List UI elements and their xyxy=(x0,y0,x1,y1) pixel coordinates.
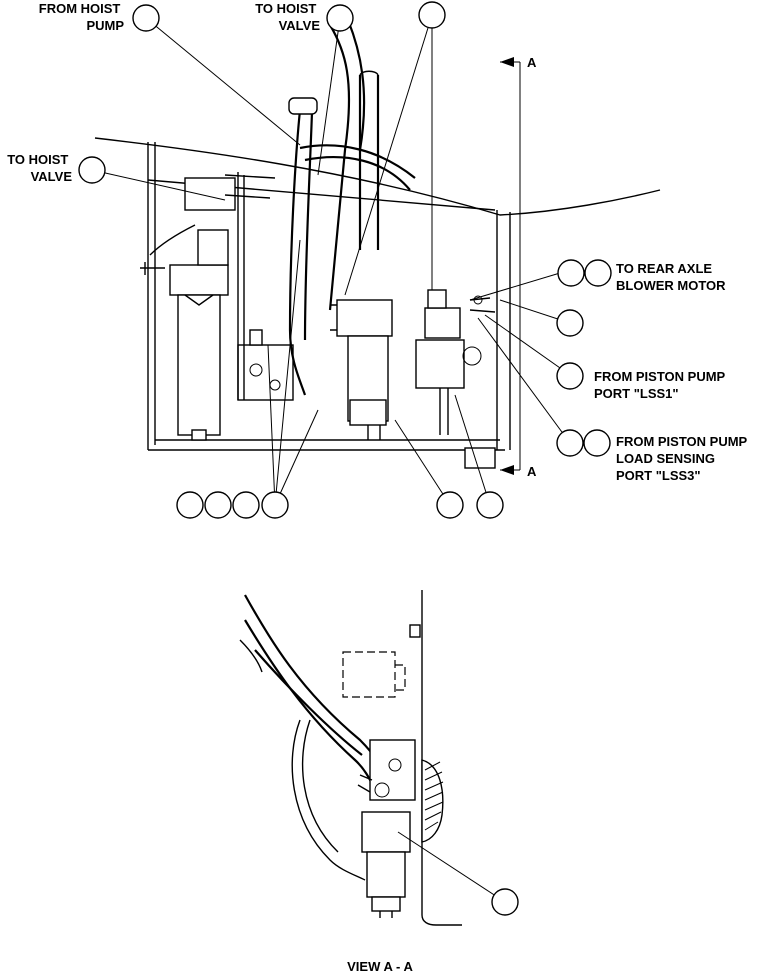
label-to-hoist-valve-top: TO HOIST VALVE xyxy=(255,1,320,33)
callout-bubble xyxy=(176,491,204,519)
callout-bubble xyxy=(491,888,519,916)
callout-bubble xyxy=(436,491,464,519)
callout-bubble xyxy=(556,429,584,457)
callout-bubble xyxy=(556,362,584,390)
callout-bubble xyxy=(557,259,585,287)
callout-bubble xyxy=(556,309,584,337)
section-marker-bottom: A xyxy=(527,464,537,479)
callout-bubble xyxy=(261,491,289,519)
label-line: TO HOIST xyxy=(7,152,68,167)
section-marker-top: A xyxy=(527,55,537,70)
callout-bubble xyxy=(132,4,160,32)
label-line: PORT "LSS1" xyxy=(594,386,679,401)
label-from-piston-pump-lss1: FROM PISTON PUMP PORT "LSS1" xyxy=(594,369,729,401)
callout-bubble xyxy=(232,491,260,519)
callout-bubble xyxy=(418,1,446,29)
label-to-hoist-valve-left: TO HOIST VALVE xyxy=(7,152,72,184)
section-view-a-a: VIEW A - A xyxy=(239,590,519,973)
label-line: PUMP xyxy=(86,18,124,33)
label-line: FROM PISTON PUMP xyxy=(616,434,748,449)
label-line: FROM PISTON PUMP xyxy=(594,369,726,384)
label-line: LOAD SENSING xyxy=(616,451,715,466)
label-line: BLOWER MOTOR xyxy=(616,278,726,293)
label-from-piston-pump-lss3: FROM PISTON PUMP LOAD SENSING PORT "LSS3… xyxy=(616,434,751,483)
callout-bubble xyxy=(583,429,611,457)
label-line: VALVE xyxy=(31,169,73,184)
label-line: FROM HOIST xyxy=(39,1,121,16)
label-line: TO REAR AXLE xyxy=(616,261,712,276)
callout-bubble xyxy=(326,4,354,32)
label-from-hoist-pump: FROM HOIST PUMP xyxy=(39,1,125,33)
view-title: VIEW A - A xyxy=(347,959,413,973)
label-line: TO HOIST xyxy=(255,1,316,16)
label-line: PORT "LSS3" xyxy=(616,468,701,483)
callout-bubble xyxy=(204,491,232,519)
top-view: A A FROM HOIST xyxy=(7,1,751,519)
label-to-rear-axle-blower-motor: TO REAR AXLE BLOWER MOTOR xyxy=(616,261,726,293)
label-line: VALVE xyxy=(279,18,321,33)
callout-bubble xyxy=(78,156,106,184)
callout-bubble xyxy=(476,491,504,519)
callout-bubble xyxy=(584,259,612,287)
